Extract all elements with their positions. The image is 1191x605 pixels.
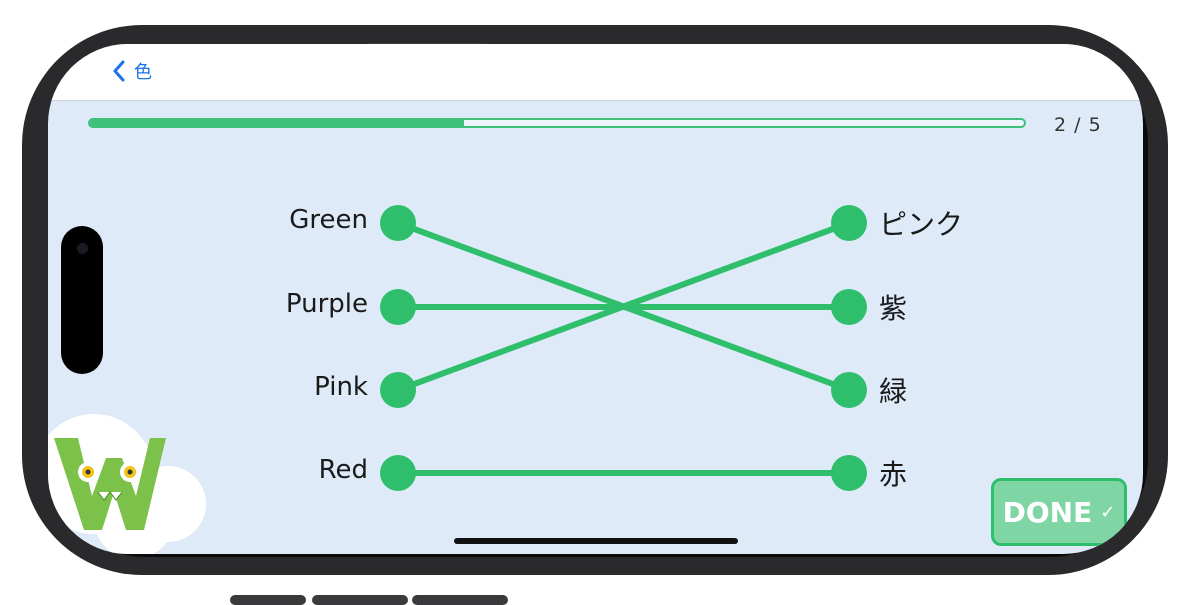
progress-fill [90, 120, 464, 126]
checkmark-icon: ✓ [1100, 501, 1116, 523]
left-item-label[interactable]: Pink [314, 372, 368, 402]
right-item-label[interactable]: 紫 [879, 292, 908, 325]
device-side-button [412, 595, 508, 605]
camera-island [61, 226, 103, 374]
right-item-label[interactable]: 赤 [879, 458, 908, 491]
connection-lines [395, 220, 852, 476]
left-item-label[interactable]: Purple [285, 289, 368, 319]
home-indicator [454, 538, 738, 544]
right-connector-dot[interactable] [831, 455, 867, 491]
left-item-label[interactable]: Red [318, 455, 368, 485]
right-item-label[interactable]: 緑 [879, 375, 908, 408]
right-item-label[interactable]: ピンク [879, 208, 964, 241]
left-connector-dot[interactable] [380, 372, 416, 408]
device-side-button [312, 595, 408, 605]
back-label: 色 [134, 62, 152, 83]
left-item-label[interactable]: Green [289, 205, 368, 235]
device-side-button [230, 595, 306, 605]
chevron-left-icon [113, 60, 125, 82]
right-connector-dot[interactable] [831, 205, 867, 241]
done-label: DONE [1002, 495, 1093, 529]
left-connector-dot[interactable] [380, 455, 416, 491]
right-connector-dot[interactable] [831, 372, 867, 408]
left-connector-dot[interactable] [380, 289, 416, 325]
progress-count: 2 / 5 [1054, 114, 1102, 136]
connection-line [395, 220, 852, 393]
right-connector-dot[interactable] [831, 289, 867, 325]
logo-icon [48, 414, 206, 554]
left-connector-dot[interactable] [380, 205, 416, 241]
done-button[interactable]: DONE ✓ [991, 478, 1127, 546]
progress-bar [88, 118, 1026, 128]
navigation-bar: 色 [48, 44, 1143, 101]
camera-icon [77, 243, 88, 254]
back-button[interactable]: 色 [112, 58, 152, 84]
